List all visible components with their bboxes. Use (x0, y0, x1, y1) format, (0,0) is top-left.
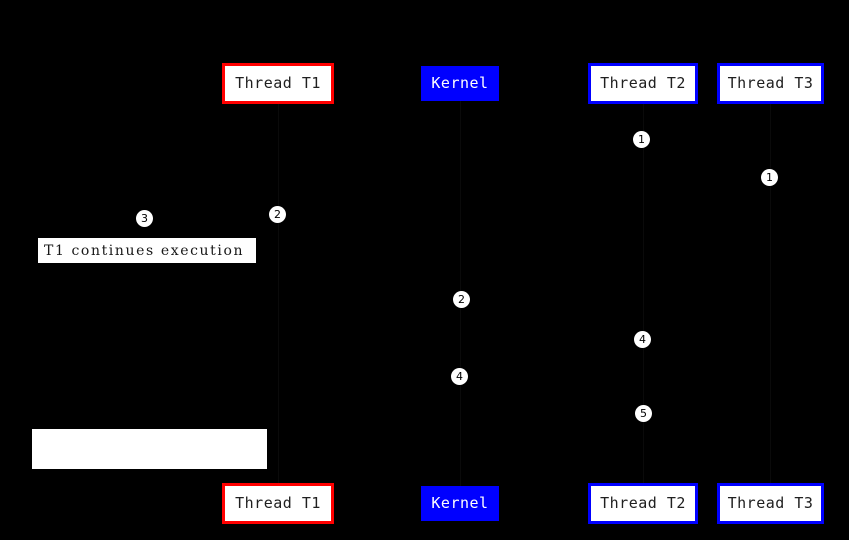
lifeline-t3 (770, 104, 771, 483)
participant-label: Thread T3 (727, 74, 814, 92)
step-marker-4: 4 (451, 368, 468, 385)
step-marker-3: 3 (136, 210, 153, 227)
note-text: T1 continues execution (44, 242, 245, 259)
step-marker-5: 5 (635, 405, 652, 422)
step-marker-2: 2 (453, 291, 470, 308)
step-marker-4: 4 (634, 331, 651, 348)
participant-label: Thread T2 (600, 494, 686, 512)
note-t1-continues: T1 continues execution (37, 237, 257, 264)
participant-t1-bottom: Thread T1 (222, 483, 334, 524)
participant-t2-bottom: Thread T2 (588, 483, 698, 524)
participant-kernel-bottom: Kernel (421, 486, 499, 521)
step-marker-2: 2 (269, 206, 286, 223)
participant-t3-top: Thread T3 (717, 63, 824, 104)
participant-label: Thread T2 (600, 74, 686, 92)
step-marker-1: 1 (761, 169, 778, 186)
participant-label: Thread T1 (235, 74, 321, 92)
note-blank (32, 429, 267, 469)
participant-t1-top: Thread T1 (222, 63, 334, 104)
lifeline-t2 (643, 104, 644, 483)
lifeline-t1 (278, 104, 279, 483)
participant-kernel-top: Kernel (421, 66, 499, 101)
participant-label: Kernel (431, 494, 489, 512)
participant-label: Kernel (431, 74, 489, 92)
step-marker-1: 1 (633, 131, 650, 148)
participant-t3-bottom: Thread T3 (717, 483, 824, 524)
participant-t2-top: Thread T2 (588, 63, 698, 104)
participant-label: Thread T3 (727, 494, 814, 512)
participant-label: Thread T1 (235, 494, 321, 512)
